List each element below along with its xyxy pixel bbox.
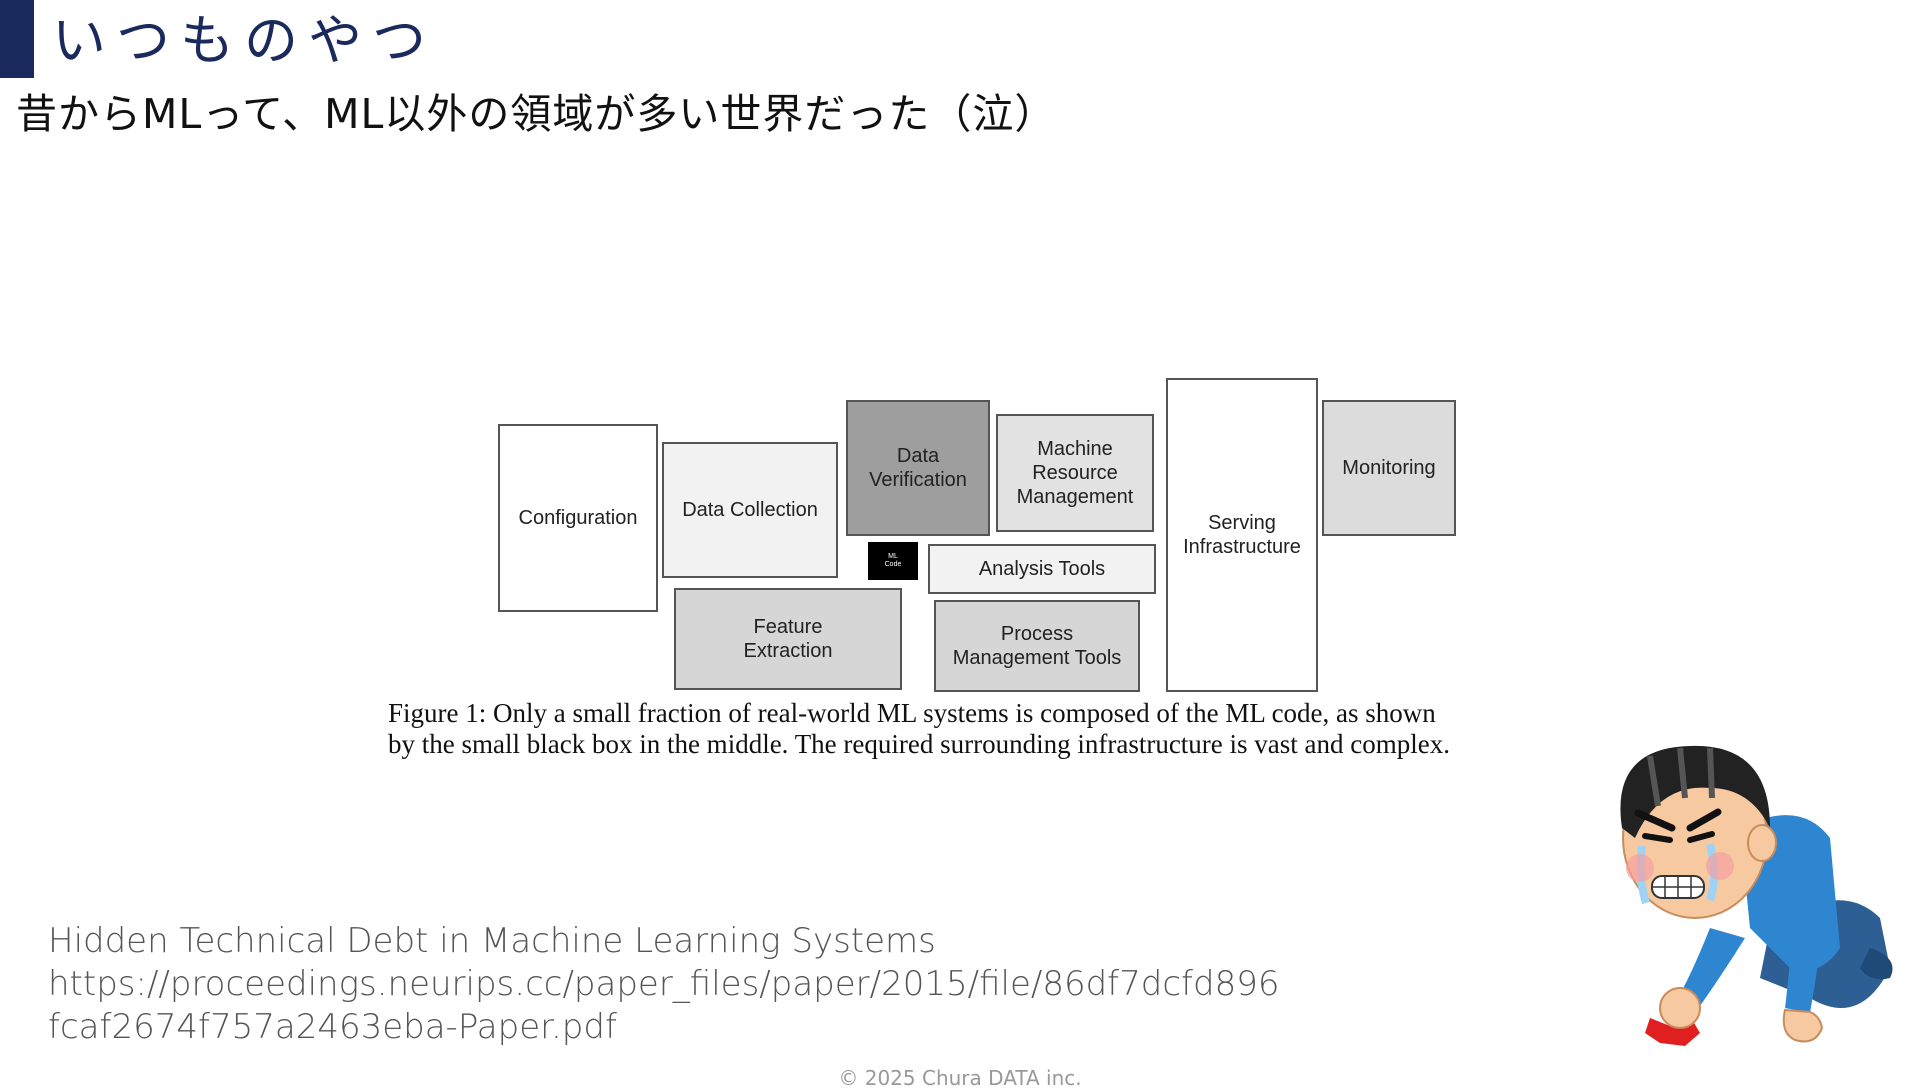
reference-url-line-2[interactable]: fcaf2674f757a2463eba-Paper.pdf bbox=[48, 1007, 617, 1047]
machine-resource-management-box: Machine Resource Management bbox=[996, 414, 1154, 532]
process-management-tools-box: Process Management Tools bbox=[934, 600, 1140, 692]
data-collection-box: Data Collection bbox=[662, 442, 838, 578]
caption-line-1: Figure 1: Only a small fraction of real-… bbox=[388, 698, 1578, 729]
ml-code-box: ML Code bbox=[868, 542, 918, 580]
configuration-box: Configuration bbox=[498, 424, 658, 612]
slide-title: いつものやつ bbox=[52, 2, 436, 80]
monitoring-box: Monitoring bbox=[1322, 400, 1456, 536]
reference-citation: Hidden Technical Debt in Machine Learnin… bbox=[48, 920, 1280, 1049]
ml-system-diagram: Configuration Data Collection Data Verif… bbox=[492, 374, 1492, 694]
data-verification-box: Data Verification bbox=[846, 400, 990, 536]
reference-url[interactable]: https://proceedings.neurips.cc/paper_fil… bbox=[48, 963, 1280, 1006]
reference-title: Hidden Technical Debt in Machine Learnin… bbox=[48, 920, 1280, 963]
analysis-tools-box: Analysis Tools bbox=[928, 544, 1156, 594]
reference-url-line-1[interactable]: https://proceedings.neurips.cc/paper_fil… bbox=[48, 964, 1280, 1004]
caption-line-2: by the small black box in the middle. Th… bbox=[388, 729, 1578, 760]
slide-subtitle: 昔からMLって、ML以外の領域が多い世界だった（泣） bbox=[16, 86, 1056, 142]
feature-extraction-box: Feature Extraction bbox=[674, 588, 902, 690]
frustrated-kneeling-man-illustration bbox=[1540, 728, 1900, 1058]
copyright-footer: © 2025 Chura DATA inc. bbox=[0, 1066, 1920, 1090]
figure-caption: Figure 1: Only a small fraction of real-… bbox=[388, 698, 1578, 760]
title-accent-bar bbox=[0, 0, 34, 78]
serving-infrastructure-box: Serving Infrastructure bbox=[1166, 378, 1318, 692]
